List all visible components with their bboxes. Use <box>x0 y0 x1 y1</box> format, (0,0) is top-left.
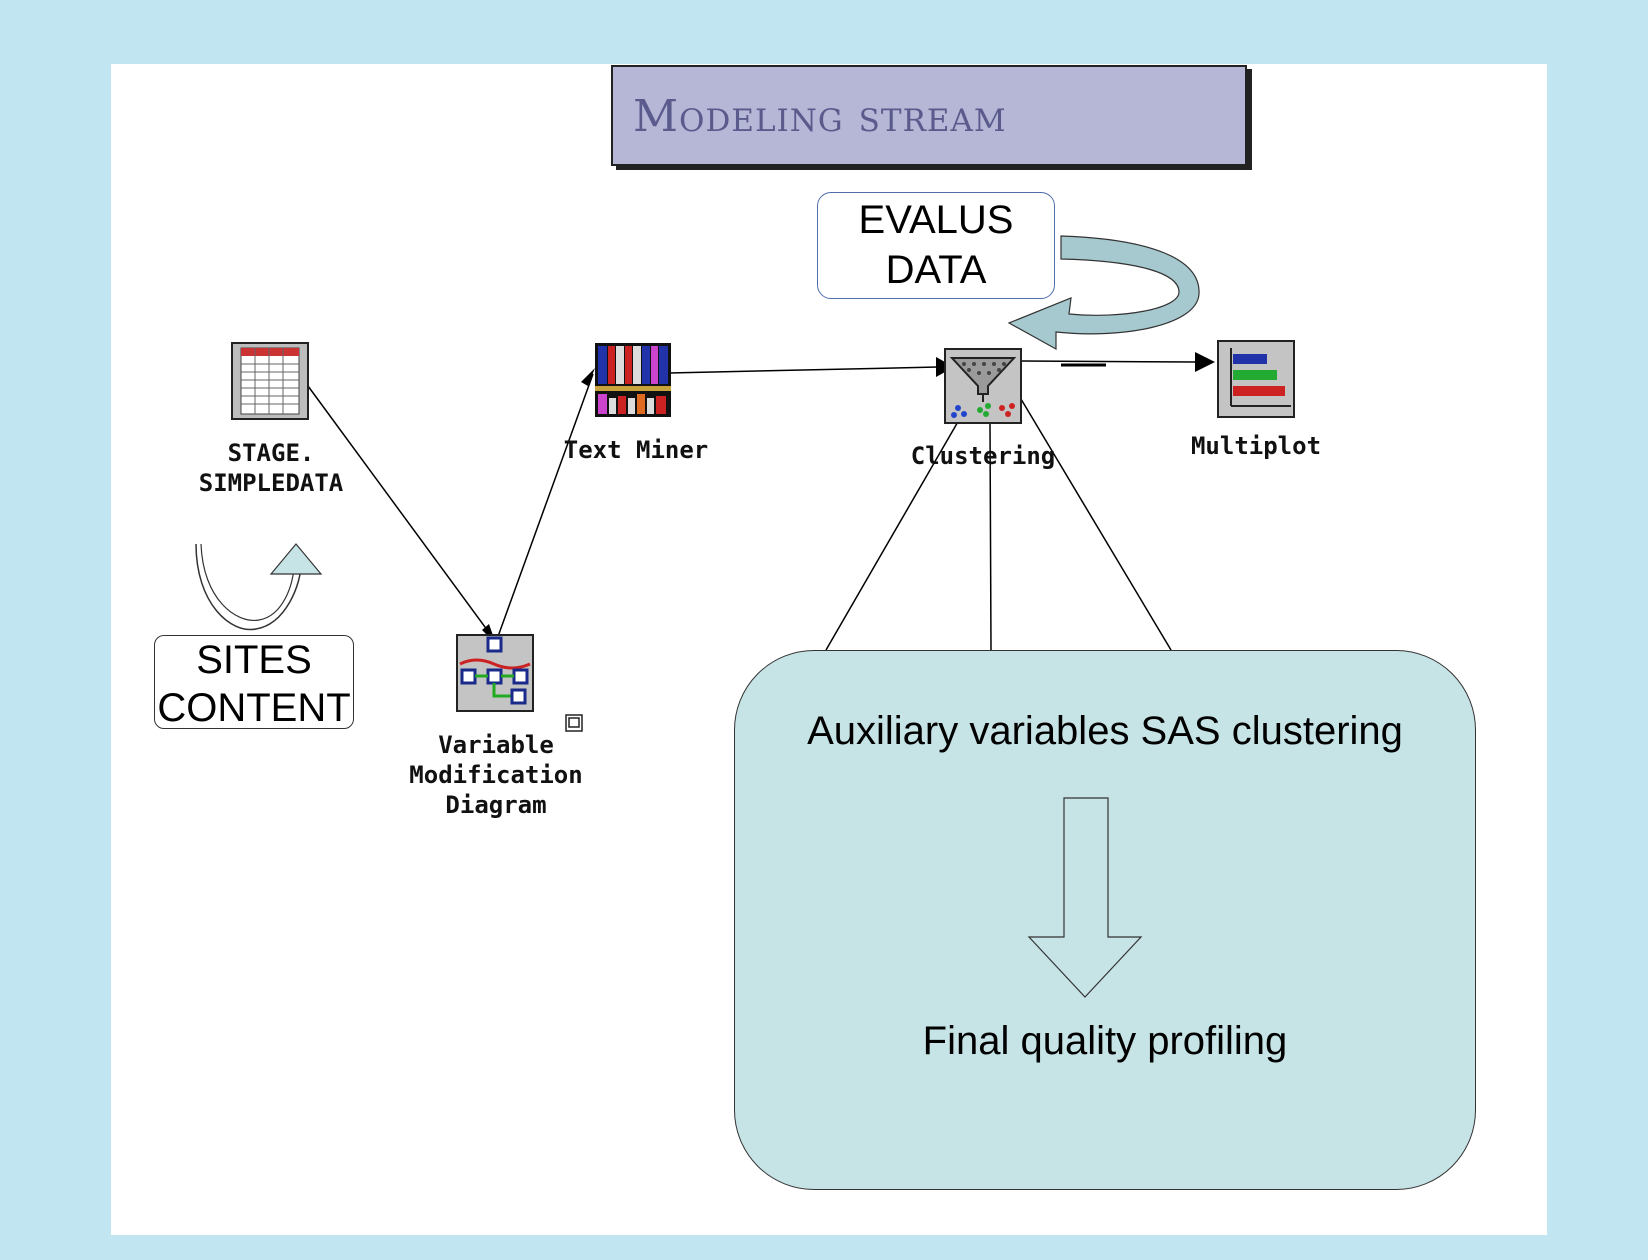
flow-diagram-icon[interactable] <box>456 634 534 712</box>
sites-arrowhead <box>269 543 323 575</box>
sites-content-callout: SITES CONTENT <box>154 635 354 730</box>
arrowhead-multiplot <box>1195 352 1215 372</box>
edge-stage-to-varmod <box>307 385 497 643</box>
clustering-icon[interactable] <box>944 348 1022 424</box>
node-label-clustering: Clustering <box>910 442 1056 470</box>
edge-varmod-to-textminer <box>495 373 594 643</box>
table-icon[interactable] <box>231 342 309 420</box>
edge-textminer-to-clustering <box>668 366 939 374</box>
node-label-variable-modification: Variable Modification Diagram <box>409 731 583 819</box>
title-box: Modeling stream <box>611 65 1247 166</box>
node-label-stage: STAGE. SIMPLEDATA <box>198 439 344 497</box>
panel-text-final: Final quality profiling <box>922 1019 1288 1063</box>
multiplot-chart-icon[interactable] <box>1217 340 1295 418</box>
slide-title: Modeling stream <box>633 91 1007 142</box>
books-icon[interactable] <box>594 342 672 418</box>
edge-clustering-panel-right <box>1017 393 1172 651</box>
arrowhead-textminer <box>581 368 595 386</box>
panel-text-auxiliary: Auxiliary variables SAS clustering <box>807 709 1403 753</box>
sites-label: SITES CONTENT <box>157 638 351 730</box>
sites-curved-arrow-stroke <box>195 543 302 631</box>
evalus-curved-arrow <box>1007 235 1200 351</box>
clustering-output-panel: Auxiliary variables SAS clustering Final… <box>734 650 1476 1190</box>
edge-clustering-panel-mid <box>989 423 992 651</box>
evalus-data-callout: EVALUS DATA <box>817 192 1055 299</box>
expand-icon[interactable] <box>565 714 583 732</box>
evalus-label: EVALUS DATA <box>858 198 1014 292</box>
edge-clustering-panel-left <box>825 393 975 651</box>
node-label-text-miner: Text Miner <box>563 436 709 464</box>
node-label-multiplot: Multiplot <box>1190 432 1322 460</box>
slide: Modeling stream EVALUS DATA SITES CONTEN… <box>111 64 1547 1235</box>
edge-clustering-to-multiplot <box>1021 360 1198 363</box>
